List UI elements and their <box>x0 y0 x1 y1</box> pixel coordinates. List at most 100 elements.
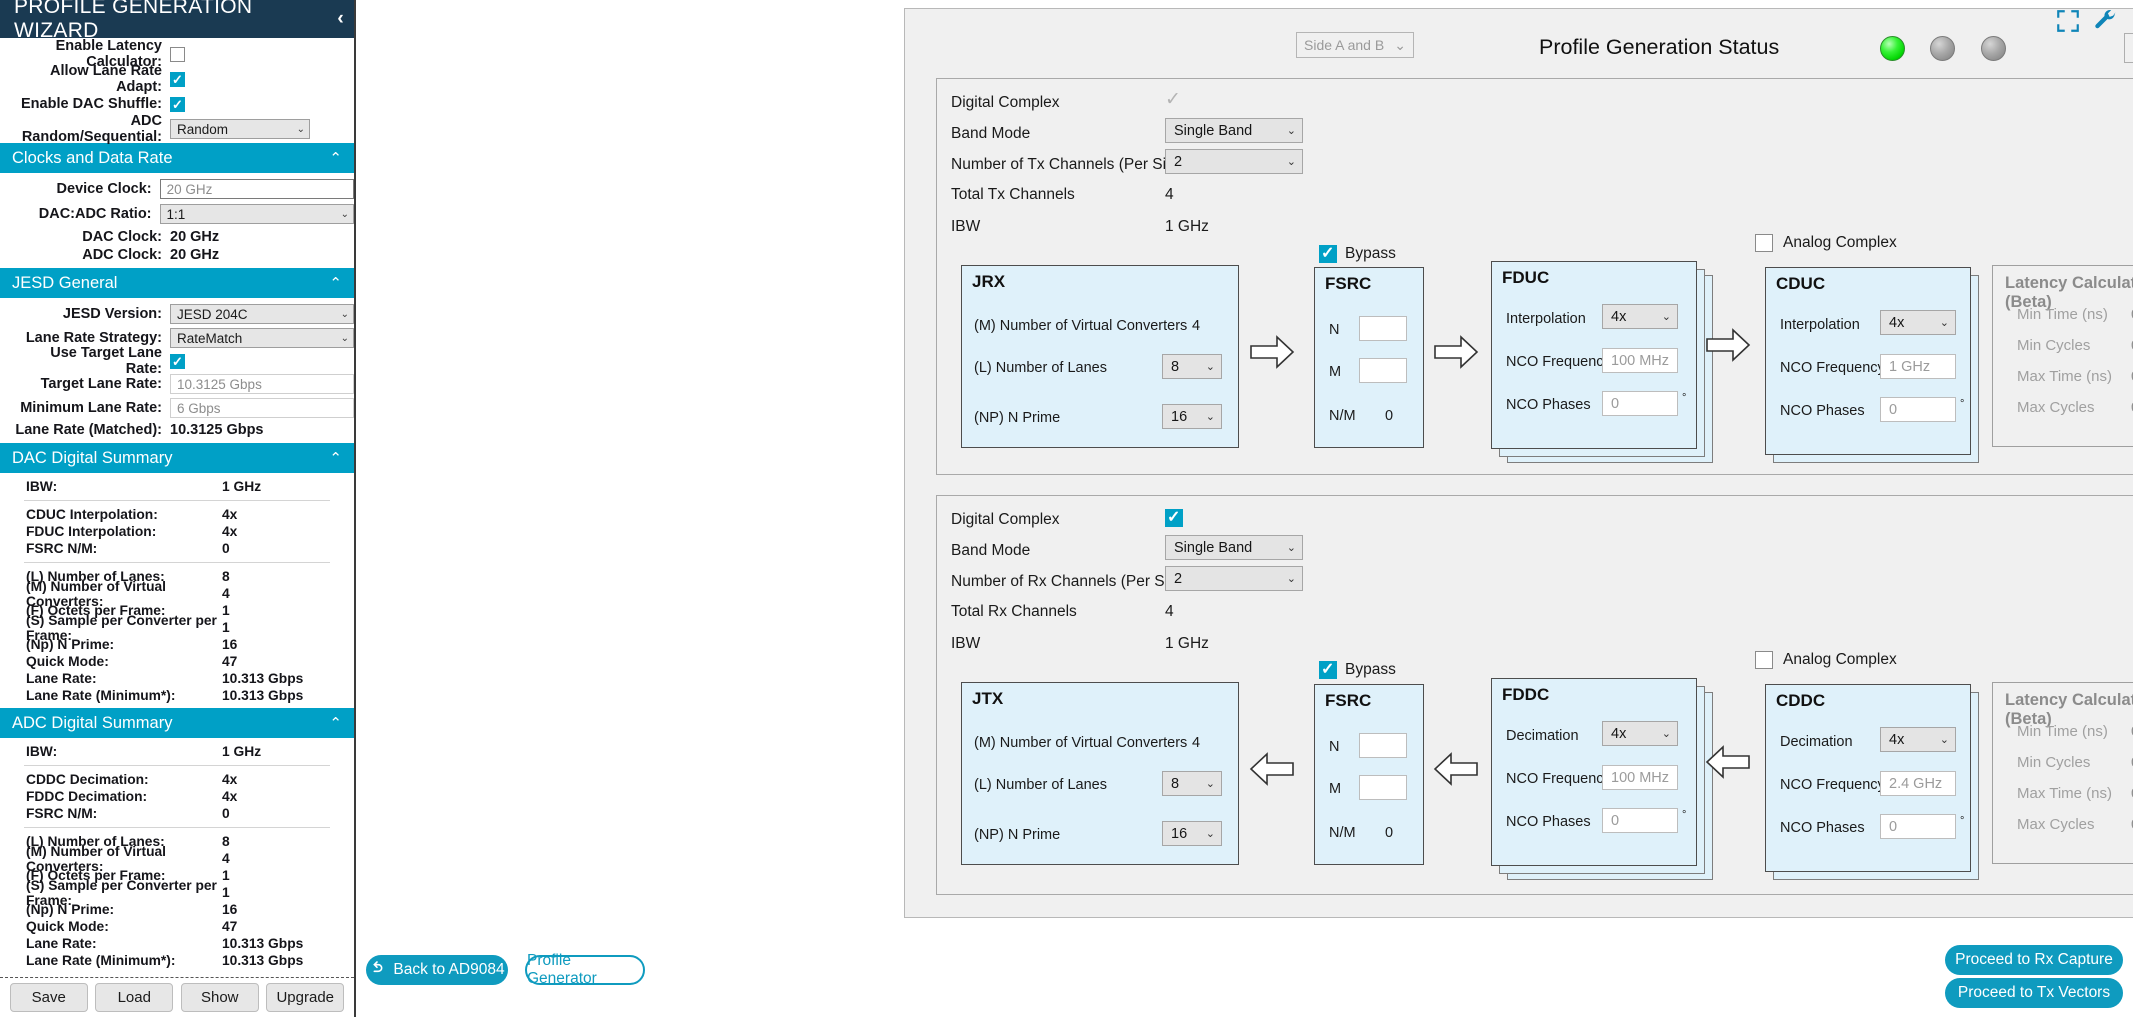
fduc-nco-frequency-input[interactable]: 100 MHz <box>1602 348 1678 373</box>
jrx-nprime-value: 16 <box>1171 408 1188 425</box>
rx-analog-complex-checkbox[interactable] <box>1755 651 1773 669</box>
tx-panel: Digital Complex Band Mode Single Band ⌄ … <box>936 78 2133 475</box>
arrow-jrx-to-fsrc-icon <box>1249 334 1295 375</box>
dac-summary-row: (M) Number of Virtual Converters: 4 <box>0 579 354 609</box>
row-value: 10.313 Gbps <box>222 688 304 703</box>
fduc-nco-phases-input[interactable]: 0 <box>1602 391 1678 416</box>
back-button-label: Back to AD9084 <box>393 961 505 978</box>
rx-fsrc-m-input[interactable] <box>1359 775 1407 800</box>
adc-random-sequential-select[interactable]: Random ⌄ <box>170 119 310 139</box>
section-header-adc-digital-summary[interactable]: ADC Digital Summary ⌃ <box>0 708 354 738</box>
show-button[interactable]: Show <box>180 983 259 1012</box>
cduc-nco-frequency-label: NCO Frequency <box>1780 360 1885 376</box>
target-lane-rate-input[interactable]: 10.3125 Gbps <box>170 374 354 394</box>
minimum-lane-rate-input[interactable]: 6 Gbps <box>170 398 354 418</box>
proceed-to-tx-vectors-button[interactable]: Proceed to Tx Vectors <box>1945 978 2123 1008</box>
tx-ibw-value: 1 GHz <box>1165 218 1209 235</box>
dac-adc-ratio-select[interactable]: 1:1 ⌄ <box>159 204 354 224</box>
fddc-decimation-select[interactable]: 4x ⌄ <box>1602 721 1678 746</box>
rx-bypass-checkbox[interactable] <box>1319 659 1337 679</box>
save-button[interactable]: Save <box>9 983 88 1012</box>
tx-analog-complex-checkbox[interactable] <box>1755 234 1773 252</box>
jesd-version-select[interactable]: JESD 204C ⌄ <box>170 304 354 324</box>
cduc-nco-frequency-input[interactable]: 1 GHz <box>1880 354 1956 379</box>
rx-digital-complex-checkbox[interactable] <box>1165 507 1183 527</box>
adc-summary-row: CDDC Decimation: 4x <box>0 771 354 788</box>
profile-generator-button[interactable]: Profile Generator <box>525 952 645 987</box>
rx-latency-label: Max Cycles <box>2017 816 2095 833</box>
cddc-nco-phases-input[interactable]: 0 <box>1880 814 1956 839</box>
section-header-clocks-and-data-rate[interactable]: Clocks and Data Rate ⌃ <box>0 143 354 173</box>
divider <box>24 562 330 563</box>
cddc-nco-frequency-input[interactable]: 2.4 GHz <box>1880 771 1956 796</box>
enable-latency-calculator-checkbox[interactable] <box>170 46 185 62</box>
tx-band-mode-value: Single Band <box>1174 122 1253 139</box>
divider <box>24 765 330 766</box>
row-label: (S) Sample per Converter per Frame: <box>26 612 217 643</box>
sidebar-title-text: PROFILE GENERATION WIZARD <box>14 0 253 42</box>
dac-adc-ratio-value: 1:1 <box>166 206 186 222</box>
jrx-lanes-select[interactable]: 8 ⌄ <box>1162 354 1222 379</box>
expand-icon[interactable] <box>2055 8 2081 34</box>
tx-latency-value: 0 <box>2131 368 2133 385</box>
allow-lane-rate-adapt-checkbox[interactable] <box>170 71 185 87</box>
lane-rate-strategy-select[interactable]: RateMatch ⌄ <box>170 328 354 348</box>
chevron-up-icon: ⌃ <box>329 450 342 467</box>
fduc-interpolation-select[interactable]: 4x ⌄ <box>1602 304 1678 329</box>
details-button[interactable]: Details <box>2124 33 2133 63</box>
device-clock-input[interactable]: 20 GHz <box>159 179 354 199</box>
chevron-down-icon: ⌄ <box>1939 317 1949 329</box>
field-row-device-clock: Device Clock: 20 GHz <box>0 179 354 199</box>
enable-dac-shuffle-checkbox[interactable] <box>170 96 185 112</box>
row-label: Quick Mode: <box>26 654 109 669</box>
proceed-to-rx-capture-button[interactable]: Proceed to Rx Capture <box>1945 945 2123 975</box>
back-to-ad9084-button[interactable]: Back to AD9084 <box>366 955 508 985</box>
tx-channels-value: 2 <box>1174 153 1183 170</box>
section-header-jesd-general[interactable]: JESD General ⌃ <box>0 268 354 298</box>
load-button[interactable]: Load <box>95 983 174 1012</box>
jtx-lanes-select[interactable]: 8 ⌄ <box>1162 771 1222 796</box>
cduc-interpolation-label: Interpolation <box>1780 317 1860 333</box>
tx-fsrc-nm-value: 0 <box>1385 408 1394 424</box>
jrx-nprime-select[interactable]: 16 ⌄ <box>1162 404 1222 429</box>
cddc-decimation-select[interactable]: 4x ⌄ <box>1880 727 1956 752</box>
chevron-down-icon: ⌄ <box>1661 311 1671 323</box>
adc-summary-row: (Np) N Prime: 16 <box>0 901 354 918</box>
tx-digital-complex-checkbox[interactable] <box>1165 88 1183 111</box>
field-label: Use Target Lane Rate: <box>50 345 162 377</box>
section-title: ADC Digital Summary <box>12 713 173 732</box>
collapse-sidebar-icon[interactable]: ‹ <box>337 8 344 29</box>
tx-latency-value: 0 <box>2131 306 2133 323</box>
tx-channels-select[interactable]: 2 ⌄ <box>1165 149 1303 174</box>
section-header-dac-digital-summary[interactable]: DAC Digital Summary ⌃ <box>0 443 354 473</box>
row-value: 0 <box>222 806 230 821</box>
rx-panel: Digital Complex Band Mode Single Band ⌄ … <box>936 495 2133 895</box>
tx-fsrc-m-input[interactable] <box>1359 358 1407 383</box>
fddc-nco-phases-input[interactable]: 0 <box>1602 808 1678 833</box>
adc-summary-row: (M) Number of Virtual Converters: 4 <box>0 844 354 874</box>
use-target-lane-rate-checkbox[interactable] <box>170 353 185 369</box>
jtx-l-label: (L) Number of Lanes <box>974 777 1107 793</box>
jtx-nprime-select[interactable]: 16 ⌄ <box>1162 821 1222 846</box>
tx-bypass-checkbox[interactable] <box>1319 243 1337 263</box>
rx-band-mode-select[interactable]: Single Band ⌄ <box>1165 535 1303 560</box>
rx-fsrc-n-input[interactable] <box>1359 733 1407 758</box>
option-row-adc-random-sequential: ADC Random/Sequential: Random ⌄ <box>0 113 354 145</box>
fddc-nco-frequency-input[interactable]: 100 MHz <box>1602 765 1678 790</box>
chevron-down-icon: ⌄ <box>1394 36 1406 53</box>
dac-summary-row: (L) Number of Lanes: 8 <box>0 568 354 585</box>
cduc-interpolation-select[interactable]: 4x ⌄ <box>1880 310 1956 335</box>
row-label: FDUC Interpolation: <box>26 524 157 539</box>
upgrade-button[interactable]: Upgrade <box>266 983 345 1012</box>
row-value: 1 GHz <box>222 479 262 494</box>
rx-channels-select[interactable]: 2 ⌄ <box>1165 566 1303 591</box>
tx-fsrc-n-input[interactable] <box>1359 316 1407 341</box>
side-select-dropdown[interactable]: Side A and B ⌄ <box>1296 32 1414 58</box>
wrench-icon[interactable] <box>2093 8 2119 34</box>
row-label: (Np) N Prime: <box>26 902 115 917</box>
cduc-nco-phases-input[interactable]: 0 <box>1880 397 1956 422</box>
row-value: 4 <box>222 851 230 866</box>
tx-band-mode-select[interactable]: Single Band ⌄ <box>1165 118 1303 143</box>
adc-summary-row: Quick Mode: 47 <box>0 918 354 935</box>
chevron-up-icon: ⌃ <box>329 275 342 292</box>
